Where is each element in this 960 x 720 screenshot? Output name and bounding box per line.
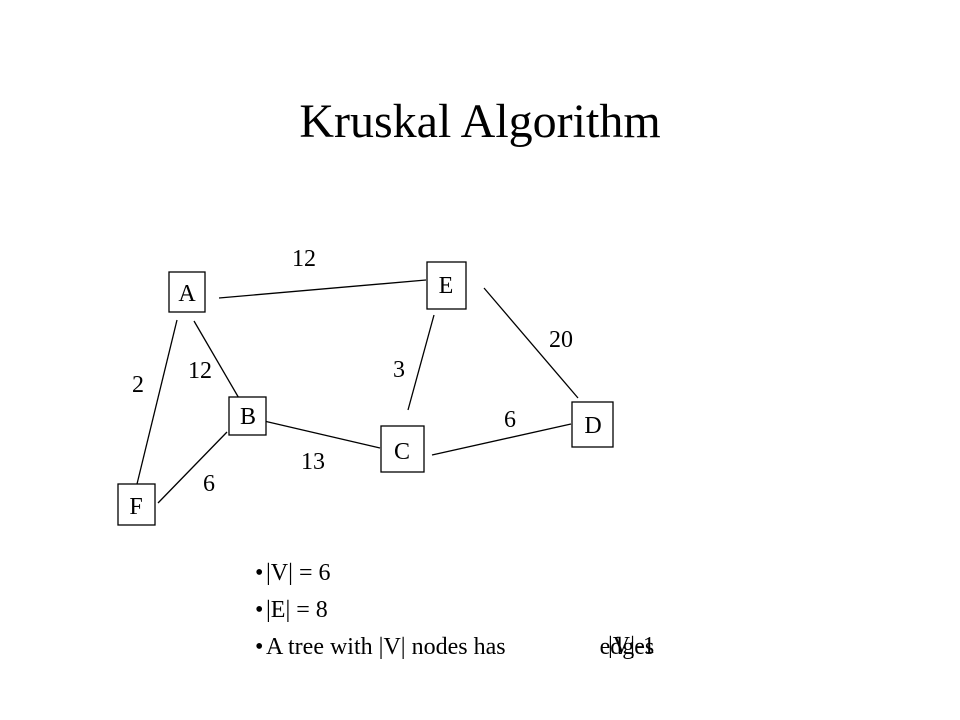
bullet-text: |E| = 8 bbox=[266, 597, 328, 623]
slide-title: Kruskal Algorithm bbox=[299, 95, 661, 148]
node-f: F bbox=[117, 483, 156, 526]
node-a-label: A bbox=[178, 281, 196, 307]
bullet-text: A tree with |V| nodes has bbox=[266, 634, 506, 660]
bullet-marker: • bbox=[255, 597, 264, 623]
edge-count-formula: |V|-1 bbox=[608, 633, 655, 659]
edge-f-b bbox=[157, 431, 228, 504]
weight-a-b: 12 bbox=[188, 358, 212, 384]
edge-a-f bbox=[136, 319, 178, 485]
weight-c-d: 6 bbox=[504, 407, 516, 433]
node-d-label: D bbox=[584, 413, 601, 439]
edge-c-d bbox=[431, 423, 572, 456]
edge-a-e bbox=[218, 279, 427, 299]
node-a: A bbox=[168, 271, 206, 313]
graph-edges bbox=[136, 279, 579, 504]
bullet-text: |V| = 6 bbox=[266, 560, 331, 586]
node-c: C bbox=[380, 425, 425, 473]
bullet-list: •|V| = 6 •|E| = 8 •A tree with |V| nodes… bbox=[255, 555, 654, 666]
node-f-label: F bbox=[129, 494, 142, 520]
edge-e-c bbox=[407, 314, 435, 411]
edge-e-d bbox=[483, 287, 579, 399]
weight-a-f: 2 bbox=[132, 372, 144, 398]
weight-e-c: 3 bbox=[393, 357, 405, 383]
weight-e-d: 20 bbox=[549, 327, 573, 353]
bullet-item-edge-count: •|E| = 8 bbox=[255, 592, 654, 629]
node-c-label: C bbox=[394, 439, 410, 465]
weight-a-e: 12 bbox=[292, 246, 316, 272]
edge-b-c bbox=[263, 420, 381, 449]
node-b: B bbox=[228, 396, 267, 436]
bullet-item-tree-edges: •A tree with |V| nodes has edges bbox=[255, 629, 654, 666]
node-e-label: E bbox=[439, 273, 454, 299]
bullet-text-suffix: edges bbox=[599, 634, 655, 660]
weight-f-b: 6 bbox=[203, 471, 215, 497]
bullet-marker: • bbox=[255, 560, 264, 586]
weight-b-c: 13 bbox=[301, 449, 325, 475]
node-e: E bbox=[426, 261, 467, 310]
bullet-marker: • bbox=[255, 634, 264, 660]
edge-a-b bbox=[193, 320, 241, 401]
node-d: D bbox=[571, 401, 614, 448]
bullet-item-vertex-count: •|V| = 6 bbox=[255, 555, 654, 592]
node-b-label: B bbox=[240, 404, 256, 430]
